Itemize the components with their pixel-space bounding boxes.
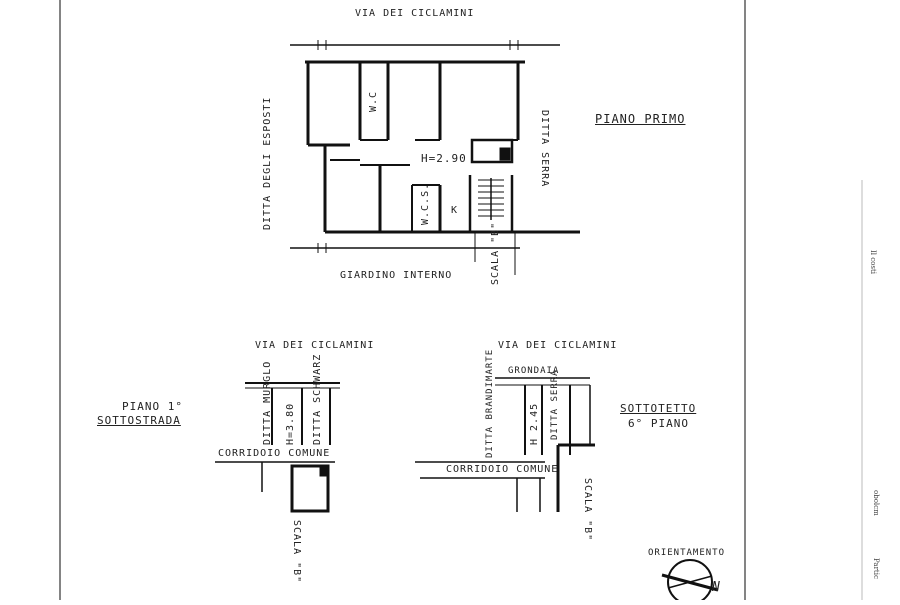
attic-corridor-label: CORRIDOIO COMUNE [446, 464, 559, 475]
first-floor-plan [290, 40, 580, 275]
attic-street-label: VIA DEI CICLAMINI [498, 340, 618, 351]
margin-note-2: obolcm [872, 490, 880, 516]
basement-corridor-label: CORRIDOIO COMUNE [218, 448, 331, 459]
basement-neighbor-right: DITTA SCHWARZ [312, 353, 323, 445]
attic-stair-label: SCALA "B" [582, 478, 593, 542]
basement-plan [215, 382, 340, 513]
first-floor-wc-label: W.C [368, 90, 379, 112]
attic-neighbor-left: DITTA BRANDIMARTE [485, 348, 495, 458]
basement-neighbor-left: DITTA MURGLO [262, 360, 273, 445]
margin-note-1: Il costi [869, 250, 877, 275]
first-floor-title: PIANO PRIMO [595, 112, 686, 126]
first-floor-wcs-label: W.C.S. [420, 182, 431, 225]
north-label: N [712, 580, 721, 595]
basement-title-line1: PIANO 1° [122, 400, 183, 413]
first-floor-garden-label: GIARDINO INTERNO [340, 270, 453, 281]
margin-note-3: Partic [872, 558, 880, 579]
north-compass-icon [661, 559, 719, 605]
attic-title-line2: 6° PIANO [628, 417, 689, 430]
attic-neighbor-right: DITTA SERRA [550, 369, 560, 440]
first-floor-kitchen-label: K [451, 205, 459, 216]
first-floor-neighbor-right: DITTA SERRA [539, 110, 550, 188]
basement-street-label: VIA DEI CICLAMINI [255, 340, 375, 351]
basement-title-line2: SOTTOSTRADA [97, 414, 181, 427]
orientation-label: ORIENTAMENTO [648, 548, 726, 558]
attic-height: H 2.45 [529, 402, 540, 445]
basement-stair-label: SCALA "B" [291, 520, 302, 584]
attic-title-line1: SOTTOTETTO [620, 402, 697, 415]
first-floor-height: H=2.90 [421, 152, 467, 165]
first-floor-neighbor-left: DITTA DEGLI ESPOSTI [262, 96, 273, 230]
basement-height: H=3.80 [285, 402, 296, 445]
attic-plan [415, 377, 595, 512]
first-floor-street-label: VIA DEI CICLAMINI [355, 8, 475, 19]
first-floor-stair-label: SCALA "B" [490, 221, 501, 285]
attic-gutter-label: GRONDAIA [508, 366, 560, 376]
